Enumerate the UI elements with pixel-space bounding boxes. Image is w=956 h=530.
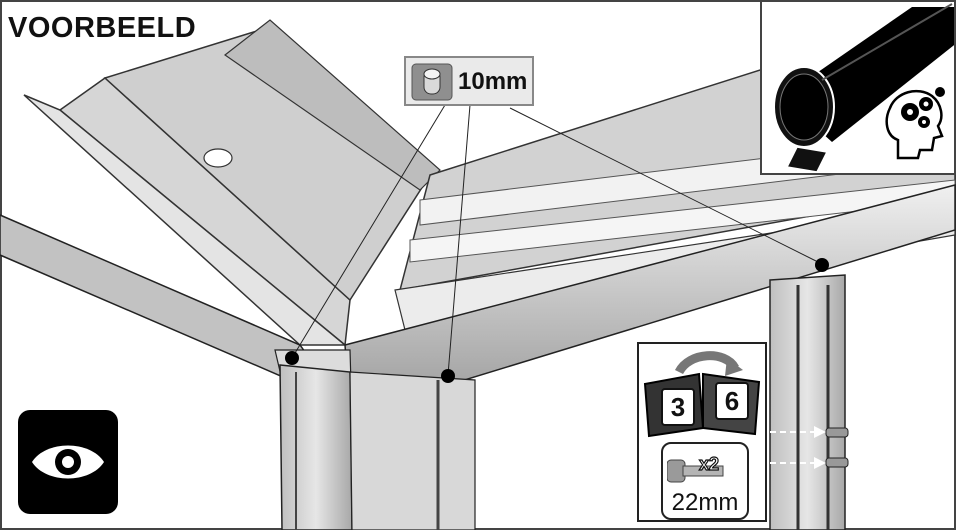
screw-points — [285, 258, 829, 383]
bolt-arrows — [770, 426, 826, 469]
page-to: 6 — [715, 382, 749, 420]
bolt-length: 22mm — [671, 489, 739, 516]
screw-point — [441, 369, 455, 383]
rubber-seal-profile-icon — [773, 3, 954, 173]
screw-icon — [411, 63, 453, 101]
voorbeeld-title: VOORBEELD — [8, 12, 197, 44]
screw-point — [815, 258, 829, 272]
screw-size-label: 10mm — [458, 68, 528, 95]
bolt-quantity: x2 — [698, 453, 720, 474]
bolt-icon — [667, 459, 724, 483]
bolt-spec-box: x2 22mm — [661, 442, 749, 520]
page-from: 3 — [661, 388, 695, 426]
post-side-panel — [349, 371, 476, 530]
screw-point — [285, 351, 299, 365]
bolt-head-2 — [825, 457, 849, 468]
gutter-hole — [203, 148, 233, 168]
eye-box — [18, 410, 118, 514]
eye-icon — [32, 445, 104, 479]
seal-detail-inset — [760, 0, 956, 175]
bolt-head-1 — [825, 427, 849, 438]
right-post — [769, 274, 846, 530]
screw-label: 10mm — [404, 56, 534, 106]
thinking-head-gears-icon — [885, 87, 945, 160]
corner-post — [279, 364, 353, 530]
leader-lines — [291, 104, 823, 376]
bolt-info-box: 3 6 x2 22mm — [637, 342, 767, 522]
gutter-left-back — [223, 19, 441, 191]
